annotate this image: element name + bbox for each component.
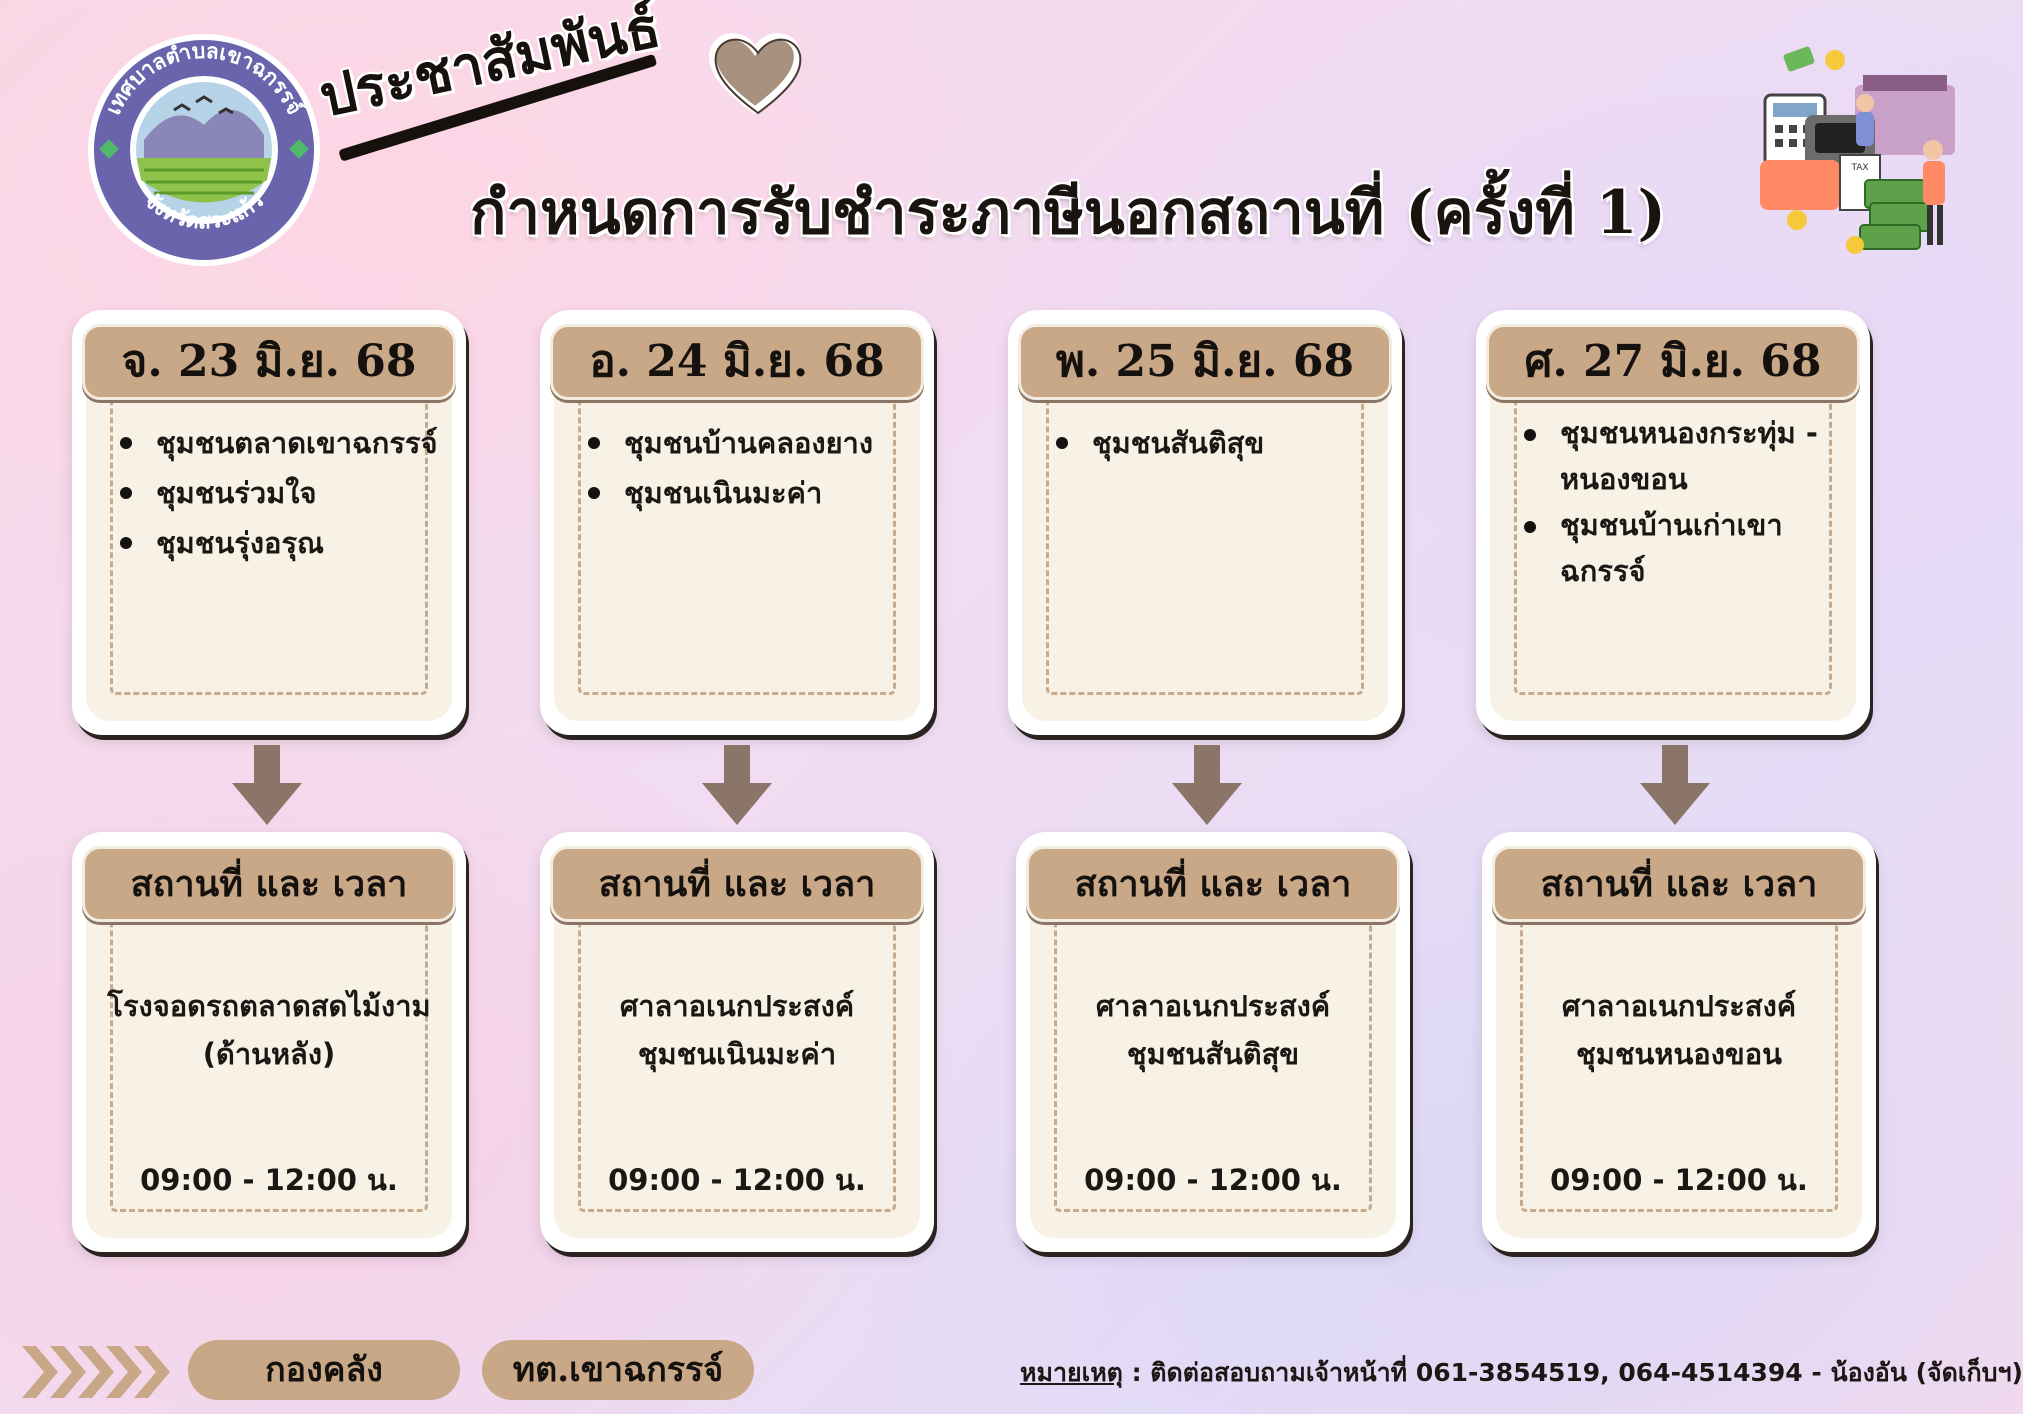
venue-time-tab: สถานที่ และ เวลา — [82, 846, 456, 922]
community-list: ชุมชนสันติสุข — [1048, 418, 1382, 468]
announcement-heading: ประชาสัมพันธ์ — [314, 0, 740, 162]
venue-line: ศาลาอเนกประสงค์ — [1095, 989, 1331, 1023]
list-item: ชุมชนรุ่งอรุณ — [112, 518, 446, 568]
list-item: ชุมชนบ้านเก่าเขาฉกรรจ์ — [1516, 502, 1830, 594]
venue-card-1: สถานที่ และ เวลา โรงจอดรถตลาดสดไม้งาม (ด… — [72, 832, 466, 1252]
date-tab: จ. 23 มิ.ย. 68 — [82, 324, 456, 400]
schedule-card-1: จ. 23 มิ.ย. 68 ชุมชนตลาดเขาฉกรรจ์ ชุมชนร… — [72, 310, 466, 735]
venue-line: (ด้านหลัง) — [202, 1037, 336, 1071]
venue-line: ชุมชนเนินมะค่า — [637, 1037, 837, 1071]
community-list: ชุมชนตลาดเขาฉกรรจ์ ชุมชนร่วมใจ ชุมชนรุ่ง… — [112, 418, 446, 568]
venue-text: ศาลาอเนกประสงค์ ชุมชนหนองขอน — [1492, 982, 1866, 1078]
heart-icon — [705, 28, 805, 118]
list-item: ชุมชนหนองกระทุ่ม - หนองขอน — [1516, 410, 1830, 502]
list-item: ชุมชนร่วมใจ — [112, 468, 446, 518]
venue-line: โรงจอดรถตลาดสดไม้งาม — [107, 989, 431, 1023]
list-item: ชุมชนบ้านคลองยาง — [580, 418, 914, 468]
community-list: ชุมชนหนองกระทุ่ม - หนองขอน ชุมชนบ้านเก่า… — [1516, 410, 1830, 594]
list-item: ชุมชนสันติสุข — [1048, 418, 1382, 468]
arrow-down-icon — [232, 745, 302, 825]
arrow-down-icon — [1640, 745, 1710, 825]
venue-card-2: สถานที่ และ เวลา ศาลาอเนกประสงค์ ชุมชนเน… — [540, 832, 934, 1252]
time-range: 09:00 - 12:00 น. — [140, 1163, 398, 1197]
venue-time-tab: สถานที่ และ เวลา — [550, 846, 924, 922]
time-range: 09:00 - 12:00 น. — [608, 1163, 866, 1197]
municipality-logo: เทศบาลตำบลเขาฉกรรจ์ จังหวัดสระแก้ว — [84, 30, 324, 270]
venue-text: โรงจอดรถตลาดสดไม้งาม (ด้านหลัง) — [82, 982, 456, 1078]
svg-text:TAX: TAX — [1850, 163, 1868, 173]
tax-payment-illustration: TAX — [1745, 45, 1970, 270]
note-label: หมายเหตุ — [1020, 1358, 1123, 1387]
community-list: ชุมชนบ้านคลองยาง ชุมชนเนินมะค่า — [580, 418, 914, 518]
venue-line: ชุมชนสันติสุข — [1126, 1037, 1300, 1071]
schedule-card-4: ศ. 27 มิ.ย. 68 ชุมชนหนองกระทุ่ม - หนองขอ… — [1476, 310, 1870, 735]
time-range: 09:00 - 12:00 น. — [1550, 1163, 1808, 1197]
organization-badge: ทต.เขาฉกรรจ์ — [482, 1340, 754, 1400]
schedule-card-2: อ. 24 มิ.ย. 68 ชุมชนบ้านคลองยาง ชุมชนเนิ… — [540, 310, 934, 735]
schedule-card-3: พ. 25 มิ.ย. 68 ชุมชนสันติสุข — [1008, 310, 1402, 735]
venue-line: ศาลาอเนกประสงค์ — [1561, 989, 1797, 1023]
venue-time-tab: สถานที่ และ เวลา — [1026, 846, 1400, 922]
date-tab: ศ. 27 มิ.ย. 68 — [1486, 324, 1860, 400]
venue-card-4: สถานที่ และ เวลา ศาลาอเนกประสงค์ ชุมชนหน… — [1482, 832, 1876, 1252]
time-range: 09:00 - 12:00 น. — [1084, 1163, 1342, 1197]
venue-line: ศาลาอเนกประสงค์ — [619, 989, 855, 1023]
venue-card-3: สถานที่ และ เวลา ศาลาอเนกประสงค์ ชุมชนสั… — [1016, 832, 1410, 1252]
note-text: : ติดต่อสอบถามเจ้าหน้าที่ 061-3854519, 0… — [1122, 1358, 2023, 1387]
venue-line: ชุมชนหนองขอน — [1576, 1037, 1782, 1071]
date-tab: อ. 24 มิ.ย. 68 — [550, 324, 924, 400]
contact-note: หมายเหตุ : ติดต่อสอบถามเจ้าหน้าที่ 061-3… — [1020, 1353, 2023, 1393]
venue-text: ศาลาอเนกประสงค์ ชุมชนสันติสุข — [1026, 982, 1400, 1078]
arrow-down-icon — [702, 745, 772, 825]
department-badge: กองคลัง — [188, 1340, 460, 1400]
chevrons-right-icon — [22, 1346, 170, 1398]
venue-text: ศาลาอเนกประสงค์ ชุมชนเนินมะค่า — [550, 982, 924, 1078]
arrow-down-icon — [1172, 745, 1242, 825]
venue-time-tab: สถานที่ และ เวลา — [1492, 846, 1866, 922]
list-item: ชุมชนเนินมะค่า — [580, 468, 914, 518]
page-title: กำหนดการรับชำระภาษีนอกสถานที่ (ครั้งที่ … — [470, 178, 1666, 248]
list-item: ชุมชนตลาดเขาฉกรรจ์ — [112, 418, 446, 468]
date-tab: พ. 25 มิ.ย. 68 — [1018, 324, 1392, 400]
